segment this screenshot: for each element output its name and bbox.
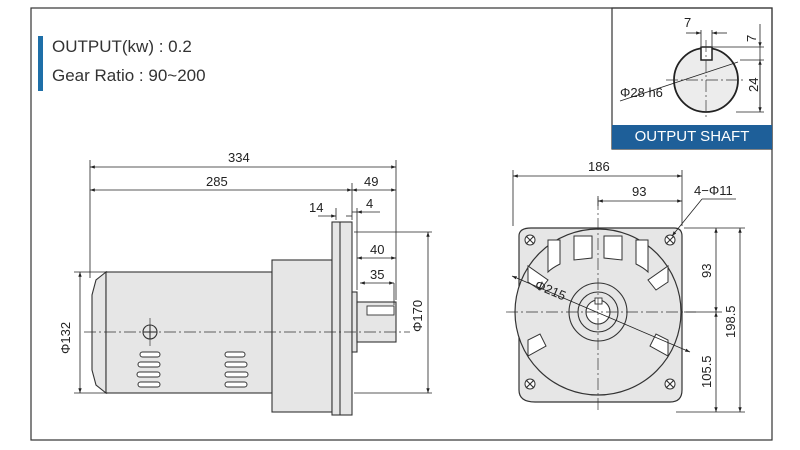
mounting-holes-label: 4−Φ11	[694, 183, 733, 198]
front-view-dimensions	[512, 170, 745, 413]
key-width-label: 7	[684, 15, 691, 30]
key-length-label: 35	[370, 267, 384, 282]
key-height-label: 24	[746, 78, 761, 92]
flange-to-end-label: 49	[364, 174, 378, 189]
flange-thickness-label: 14	[309, 200, 323, 215]
output-shaft-caption: OUTPUT SHAFT	[612, 125, 772, 149]
upper-height-label: 93	[699, 264, 714, 278]
flange-diameter-label: Φ170	[410, 300, 425, 332]
motor-front-view	[506, 198, 696, 412]
overall-height-label: 198.5	[723, 305, 738, 338]
spec-accent-bar	[38, 36, 43, 91]
drawing-border	[30, 7, 773, 441]
side-view-dimensions	[74, 160, 432, 394]
motor-side-view	[84, 221, 410, 416]
output-spec: OUTPUT(kw) : 0.2	[52, 37, 192, 56]
shaft-cross-section	[619, 24, 764, 118]
shaft-length-label: 40	[370, 242, 384, 257]
body-length-label: 285	[206, 174, 228, 189]
front-half-width-label: 93	[632, 184, 646, 199]
pilot-length-label: 4	[366, 196, 373, 211]
front-width-label: 186	[588, 159, 610, 174]
overall-length-label: 334	[228, 150, 250, 165]
center-height-label: 105.5	[699, 355, 714, 388]
key-depth-label: 7	[744, 35, 759, 42]
shaft-diameter-label: Φ28 h6	[620, 85, 663, 100]
shaft-inset-frame	[611, 7, 773, 150]
motor-diameter-label: Φ132	[58, 322, 73, 354]
gear-ratio-spec: Gear Ratio : 90~200	[52, 66, 206, 85]
